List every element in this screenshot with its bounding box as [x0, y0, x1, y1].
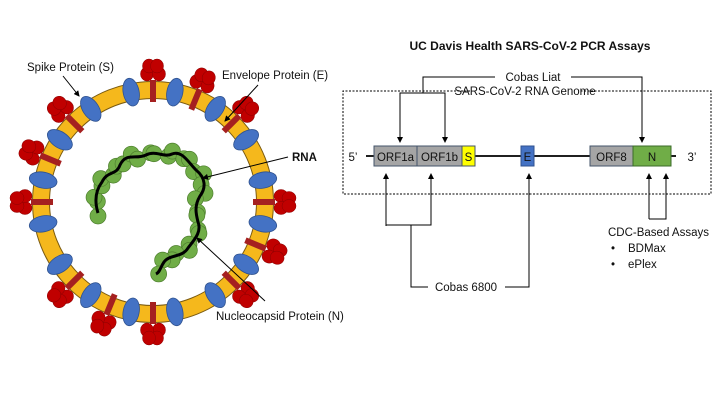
- envelope-protein: [47, 129, 73, 151]
- spike-protein: [47, 270, 85, 308]
- spike-protein: [140, 302, 166, 346]
- nucleocapsid-pointer-arrow: [196, 237, 266, 302]
- envelope-protein: [233, 129, 259, 151]
- envelope-protein: [80, 96, 102, 122]
- envelope-protein: [166, 297, 184, 327]
- cdc-bullet-1: •: [611, 243, 615, 255]
- envelope-protein: [204, 96, 226, 122]
- envelope-protein: [122, 77, 140, 107]
- envelope-pointer-arrow: [224, 84, 259, 122]
- spike-protein-label: Spike Protein (S): [27, 62, 114, 74]
- genome-boundary-box: [342, 90, 712, 195]
- cdc-assay-eplex: ePlex: [628, 259, 657, 271]
- rna-label: RNA: [292, 152, 317, 164]
- virus-illustration: [9, 58, 297, 346]
- gene-orf8: ORF8: [589, 145, 634, 167]
- envelope-protein: [248, 215, 278, 233]
- spike-protein: [188, 67, 216, 111]
- envelope-protein: [28, 171, 58, 189]
- spike-protein: [221, 96, 259, 134]
- cdc-assays-connector: [646, 173, 669, 220]
- envelope-protein: [80, 282, 102, 308]
- envelope-protein: [122, 297, 140, 327]
- envelope-protein: [166, 77, 184, 107]
- gene-orf1a: ORF1a: [373, 145, 418, 167]
- three-prime-label: 3’: [688, 152, 697, 164]
- spike-protein: [140, 58, 166, 102]
- five-prime-label: 5’: [349, 152, 358, 164]
- spike-protein: [47, 96, 85, 134]
- cdc-assays-title: CDC-Based Assays: [608, 227, 709, 239]
- cobas-liat-connector: [397, 76, 645, 143]
- rna-pointer-arrow: [202, 156, 289, 180]
- envelope-protein: [248, 171, 278, 189]
- svg-text:ORF1b: ORF1b: [421, 152, 458, 164]
- envelope-protein: [233, 253, 259, 275]
- gene-n: N: [632, 145, 672, 167]
- gene-e: E: [520, 145, 535, 167]
- rna-strand: [94, 151, 206, 276]
- cobas-liat-label: Cobas Liat: [506, 72, 562, 84]
- nucleocapsid-protein-label: Nucleocapsid Protein (N): [216, 311, 344, 323]
- svg-text:E: E: [524, 152, 532, 164]
- genome-box-label: SARS-CoV-2 RNA Genome: [454, 86, 595, 98]
- nucleocapsid-bead: [150, 265, 168, 283]
- envelope-protein: [204, 282, 226, 308]
- spike-protein: [221, 270, 259, 308]
- cdc-bullet-2: •: [611, 259, 615, 271]
- envelope-protein: [47, 253, 73, 275]
- envelope-protein-label: Envelope Protein (E): [222, 70, 328, 82]
- spike-protein: [244, 237, 288, 265]
- svg-text:ORF8: ORF8: [596, 152, 627, 164]
- spike-protein: [9, 189, 53, 215]
- spike-protein: [253, 189, 297, 215]
- cobas-6800-label: Cobas 6800: [435, 282, 497, 294]
- spike-pointer-arrow: [62, 75, 80, 97]
- cobas-6800-connector: [383, 173, 532, 288]
- nucleocapsid-proteins: [85, 142, 214, 283]
- spike-protein: [18, 139, 62, 167]
- cdc-assay-bdmax: BDMax: [628, 243, 666, 255]
- genome-title: UC Davis Health SARS-CoV-2 PCR Assays: [410, 39, 651, 53]
- svg-text:N: N: [648, 152, 656, 164]
- envelope-proteins: [28, 77, 278, 327]
- envelope-protein: [28, 215, 58, 233]
- svg-text:ORF1a: ORF1a: [377, 152, 415, 164]
- spike-proteins: [9, 58, 297, 346]
- spike-protein: [90, 293, 118, 337]
- svg-text:S: S: [465, 152, 473, 164]
- gene-orf1b: ORF1b: [416, 145, 463, 167]
- gene-s: S: [461, 145, 476, 167]
